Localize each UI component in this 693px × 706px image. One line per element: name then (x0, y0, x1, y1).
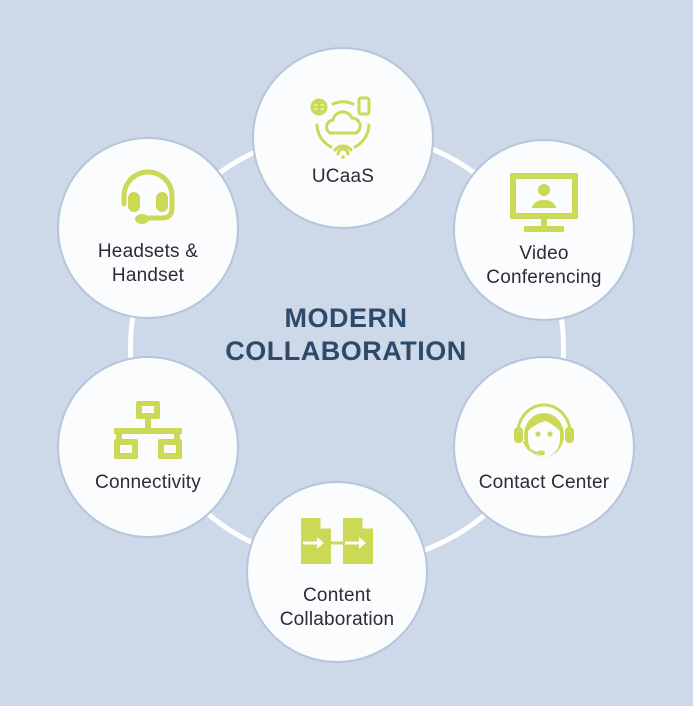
network-topology-icon (114, 401, 182, 459)
headset-icon (121, 169, 175, 224)
document-transfer-icon (301, 518, 373, 564)
agent-headset-icon (514, 403, 574, 457)
node-label: Content Collaboration (279, 585, 395, 630)
node-label: UCaaS (311, 166, 375, 187)
node-video-conferencing: Video Conferencing (453, 139, 635, 321)
title-line-2: COLLABORATION (225, 336, 467, 366)
node-connectivity: Connectivity (57, 356, 239, 538)
video-monitor-icon (510, 173, 578, 232)
node-content-collaboration: Content Collaboration (246, 481, 428, 663)
cloud-network-icon (310, 96, 371, 159)
node-label: Video Conferencing (486, 243, 602, 288)
diagram-title: MODERN COLLABORATION (196, 302, 496, 368)
node-label: Contact Center (478, 472, 610, 493)
node-label: Headsets & Handset (97, 241, 199, 286)
node-ucaas: UCaaS (252, 47, 434, 229)
node-contact-center: Contact Center (453, 356, 635, 538)
title-line-1: MODERN (284, 303, 408, 333)
node-label: Connectivity (95, 472, 201, 493)
node-headsets-handset: Headsets & Handset (57, 137, 239, 319)
